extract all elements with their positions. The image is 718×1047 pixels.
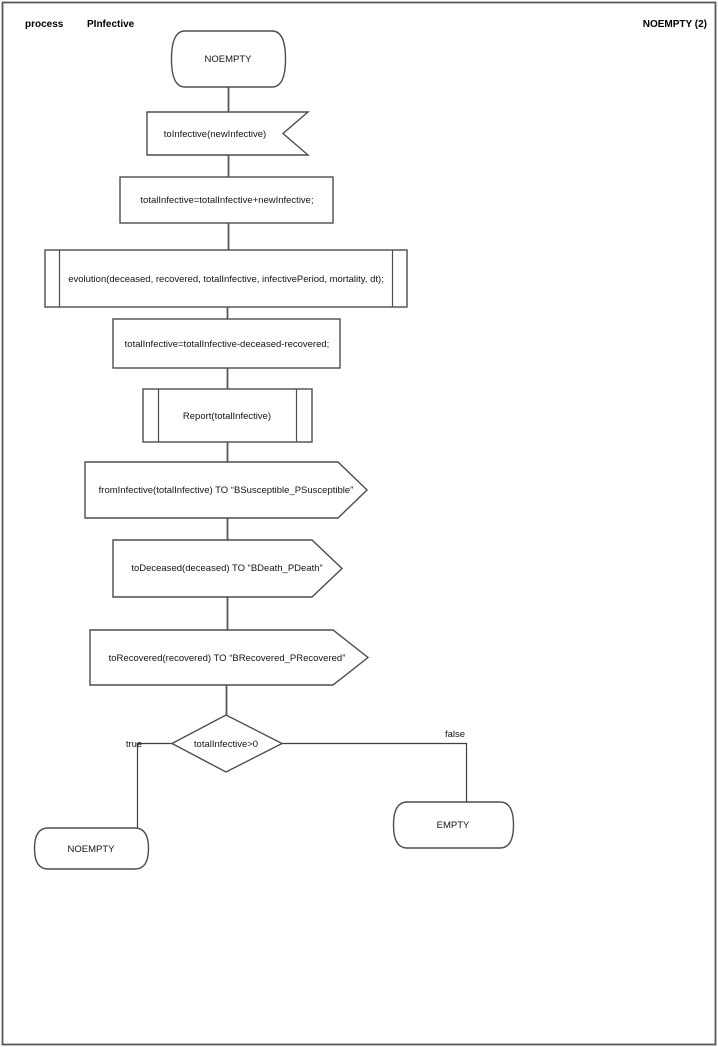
node-proc-evolution: evolution(deceased, recovered, totalInfe… (44, 249, 408, 308)
node-input-signal: toInfective(newInfective) (146, 111, 310, 156)
branch-false-line (282, 742, 468, 802)
node-decision: totalInfective>0 true false (126, 714, 465, 773)
node-task-add: totalInfective=totalInfective+newInfecti… (119, 176, 334, 224)
node-output-susceptible: fromInfective(totalInfective) TO “BSusce… (84, 461, 369, 519)
output-symbol (112, 539, 344, 598)
branch-false-label: false (445, 729, 465, 740)
decision-symbol (170, 714, 284, 773)
branch-true-label: true (126, 739, 142, 750)
node-proc-report: Report(totalInfective) (142, 388, 313, 443)
procedure-label: Report(totalInfective) (183, 411, 271, 422)
output-symbol (84, 461, 369, 519)
node-next-state-empty: EMPTY (392, 801, 515, 849)
procedure-symbol (44, 249, 408, 308)
output-label: fromInfective(totalInfective) TO “BSusce… (99, 485, 354, 496)
state-symbol (392, 801, 515, 849)
input-symbol (146, 111, 310, 156)
output-label: toDeceased(deceased) TO “BDeath_PDeath” (131, 563, 322, 574)
procedure-symbol (142, 388, 313, 443)
task-symbol (119, 176, 334, 224)
process-name: PInfective (87, 19, 135, 30)
branch-true-line (136, 742, 172, 828)
node-output-recovered: toRecovered(recovered) TO “BRecovered_PR… (89, 629, 370, 686)
node-output-death: toDeceased(deceased) TO “BDeath_PDeath” (112, 539, 344, 598)
task-label: totalInfective=totalInfective-deceased-r… (125, 339, 330, 350)
node-next-state-noempty: NOEMPTY (33, 827, 150, 870)
page-reference: NOEMPTY (2) (643, 19, 707, 30)
task-symbol (112, 318, 341, 369)
input-label: toInfective(newInfective) (164, 129, 266, 140)
process-keyword: process (25, 19, 64, 30)
node-task-subtract: totalInfective=totalInfective-deceased-r… (112, 318, 341, 369)
output-symbol (89, 629, 370, 686)
state-label: EMPTY (437, 820, 470, 831)
procedure-label: evolution(deceased, recovered, totalInfe… (68, 274, 384, 285)
state-symbol (170, 30, 287, 88)
output-label: toRecovered(recovered) TO “BRecovered_PR… (109, 653, 346, 664)
state-symbol (33, 827, 150, 870)
decision-label: totalInfective>0 (194, 739, 258, 750)
task-label: totalInfective=totalInfective+newInfecti… (140, 195, 313, 206)
state-label: NOEMPTY (205, 54, 253, 65)
state-label: NOEMPTY (68, 844, 116, 855)
node-start-state: NOEMPTY (170, 30, 287, 88)
